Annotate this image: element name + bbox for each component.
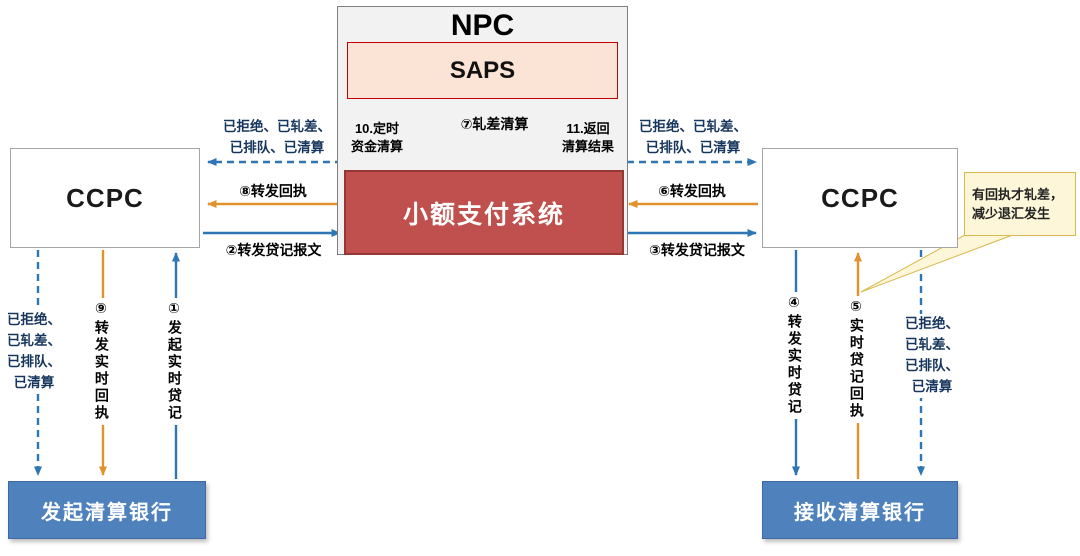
status-right-top: 已拒绝、已轧差、 已排队、已清算 [639, 119, 747, 155]
receiving-bank-node: 接收清算银行 [762, 481, 958, 539]
callout-note: 有回执才轧差，减少退汇发生 [964, 172, 1076, 236]
label-initiate-realtime-credit: ①发起实时贷记 [164, 298, 185, 425]
initiating-bank-label: 发起清算银行 [41, 501, 173, 524]
status-right-bottom: 已拒绝、 已轧差、 已排队、 已清算 [903, 314, 961, 398]
ccpc-left-node: CCPC [10, 148, 200, 248]
npc-label: NPC [450, 9, 515, 42]
label-forward-receipt-right: ⑥转发回执 [658, 183, 726, 199]
saps-node: SAPS [347, 42, 618, 99]
label-forward-credit-left: ②转发贷记报文 [225, 242, 322, 258]
saps-label: SAPS [449, 56, 516, 84]
ccpc-left-label: CCPC [66, 182, 144, 213]
status-left-bottom: 已拒绝、 已轧差、 已排队、 已清算 [6, 310, 62, 394]
receiving-bank-label: 接收清算银行 [794, 501, 926, 524]
label-forward-realtime-credit: ④转发实时贷记 [784, 292, 805, 419]
callout-note-text: 有回执才轧差，减少退汇发生 [972, 186, 1064, 222]
ccpc-right-node: CCPC [762, 148, 958, 248]
payment-system-node: 小额支付系统 [344, 170, 624, 255]
label-forward-receipt-left: ⑧转发回执 [239, 183, 307, 199]
initiating-bank-node: 发起清算银行 [8, 481, 206, 539]
label-forward-credit-right: ③转发贷记报文 [649, 242, 745, 258]
label-realtime-credit-receipt: ⑤实时贷记回执 [846, 296, 867, 423]
label-netting-clearing: ⑦轧差清算 [460, 116, 529, 132]
ccpc-right-label: CCPC [821, 182, 899, 213]
payment-system-label: 小额支付系统 [402, 200, 565, 229]
label-forward-realtime-receipt: ⑨转发实时回执 [91, 298, 112, 425]
label-timed-settlement: 10.定时 资金清算 [350, 121, 403, 154]
status-left-top: 已拒绝、已轧差、 已排队、已清算 [223, 119, 331, 155]
label-return-result: 11.返回 清算结果 [561, 121, 614, 154]
